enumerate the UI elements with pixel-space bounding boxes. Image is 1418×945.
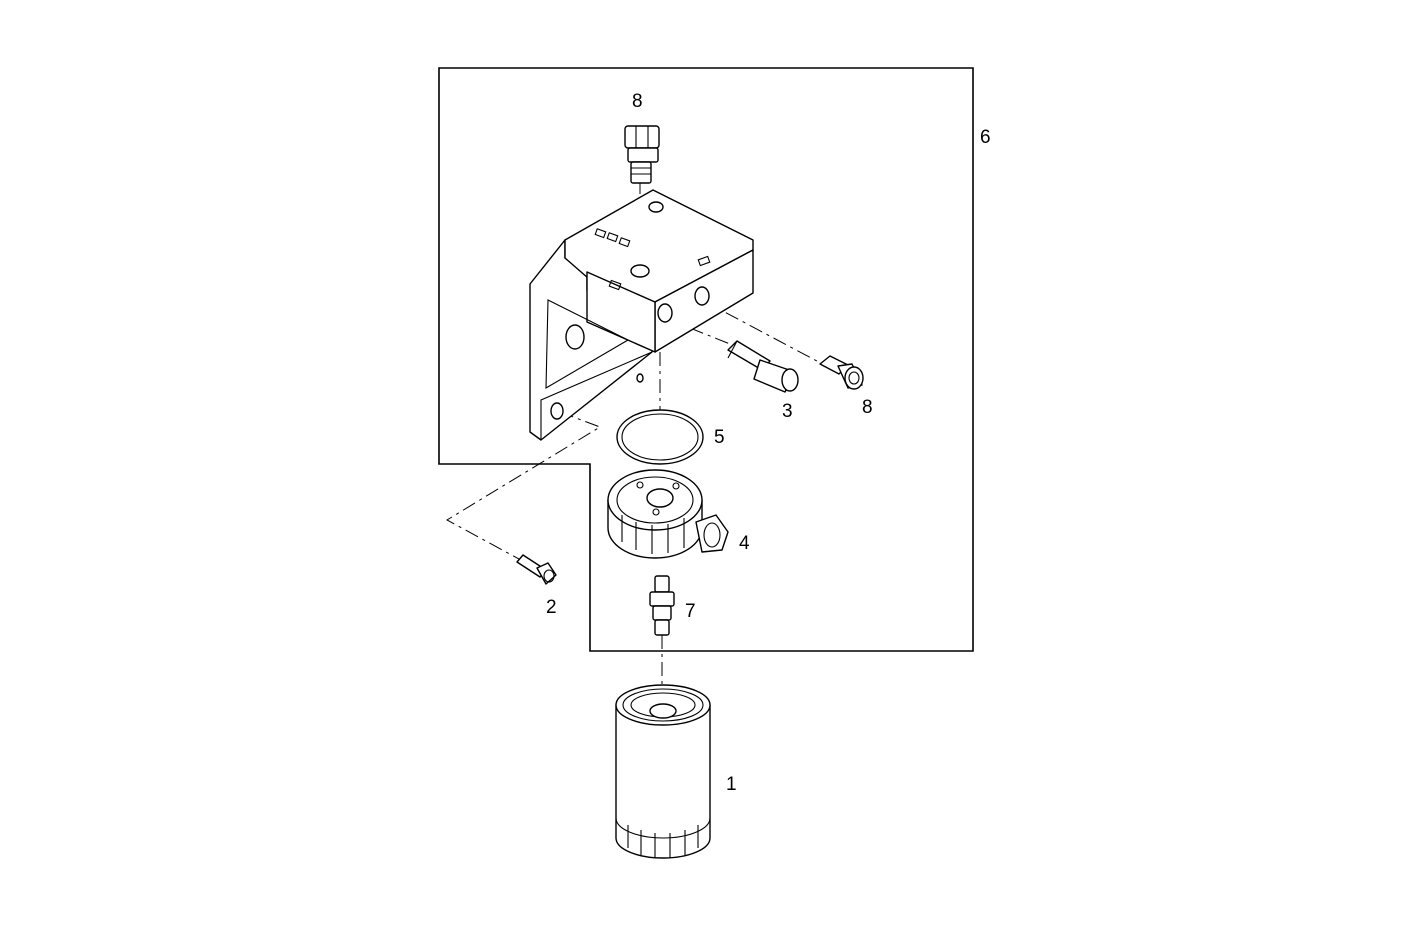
- drain-valve: [649, 575, 675, 636]
- callout-8-top: 8: [632, 91, 643, 112]
- callout-7: 7: [685, 601, 696, 622]
- callout-1: 1: [726, 774, 737, 795]
- callout-5: 5: [714, 427, 725, 448]
- fitting-side: [819, 355, 864, 390]
- callout-2: 2: [546, 597, 557, 618]
- filter-head: [607, 469, 729, 559]
- callout-4: 4: [739, 533, 750, 554]
- o-ring: [616, 409, 704, 465]
- filter-cartridge: [615, 684, 711, 859]
- assembly-boundary-frame: [438, 67, 974, 652]
- sensor: [727, 340, 799, 393]
- callout-6: 6: [980, 127, 991, 148]
- filter-mounting-bracket: [529, 189, 754, 441]
- callout-3: 3: [782, 401, 793, 422]
- callout-8-side: 8: [862, 397, 873, 418]
- fitting-top: [624, 125, 660, 184]
- bolt: [516, 554, 557, 585]
